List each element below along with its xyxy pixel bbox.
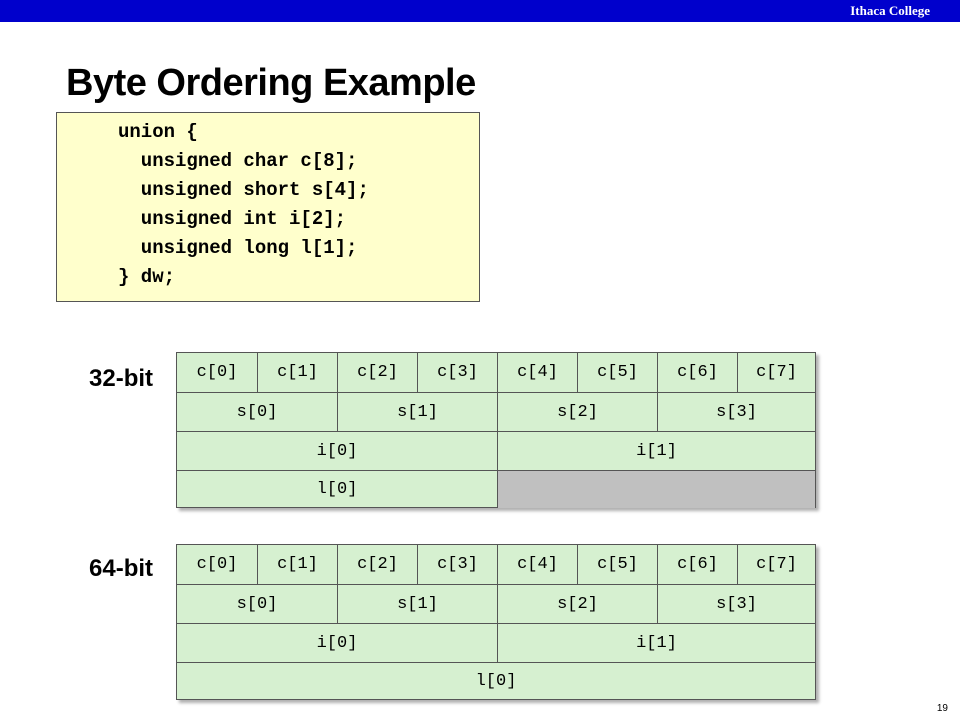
char-cell: c[7] — [737, 353, 815, 392]
int-cell: i[1] — [497, 432, 815, 471]
code-line: union { — [118, 121, 198, 143]
char-cell: c[5] — [577, 353, 657, 392]
char-cell: c[4] — [497, 353, 577, 392]
label-32-bit: 32-bit — [89, 365, 154, 392]
short-cell: s[1] — [337, 393, 497, 432]
char-cell: c[6] — [657, 353, 737, 392]
unused-cell — [497, 471, 815, 508]
short-cell: s[3] — [657, 393, 815, 432]
long-row: l[0] — [177, 662, 815, 700]
int-cell: i[1] — [497, 624, 815, 663]
char-cell: c[5] — [577, 545, 657, 584]
code-line: unsigned int i[2]; — [118, 208, 347, 230]
page-number: 19 — [936, 703, 948, 714]
long-cell: l[0] — [316, 480, 358, 499]
short-row: s[0] s[1] s[2] s[3] — [177, 584, 815, 624]
char-cell: c[2] — [337, 545, 417, 584]
code-line: unsigned short s[4]; — [118, 179, 369, 201]
code-line: } dw; — [118, 266, 176, 288]
header-bar: Ithaca College — [0, 0, 960, 22]
short-cell: s[1] — [337, 585, 497, 624]
short-cell: s[3] — [657, 585, 815, 624]
org-name: Ithaca College — [850, 3, 930, 18]
layout-table-64-bit: c[0] c[1] c[2] c[3] c[4] c[5] c[6] c[7] … — [176, 544, 816, 700]
long-row: l[0] — [177, 470, 815, 508]
char-row: c[0] c[1] c[2] c[3] c[4] c[5] c[6] c[7] — [177, 353, 815, 392]
code-line: unsigned char c[8]; — [118, 150, 358, 172]
int-cell: i[0] — [316, 634, 358, 653]
char-cell: c[3] — [417, 545, 497, 584]
char-cell: c[1] — [257, 545, 337, 584]
char-cell: c[4] — [497, 545, 577, 584]
short-row: s[0] s[1] s[2] s[3] — [177, 392, 815, 432]
char-cell: c[6] — [657, 545, 737, 584]
char-row: c[0] c[1] c[2] c[3] c[4] c[5] c[6] c[7] — [177, 545, 815, 584]
label-64-bit: 64-bit — [89, 555, 154, 582]
int-row: i[0] i[1] — [177, 431, 815, 471]
short-cell: s[0] — [236, 595, 278, 614]
short-cell: s[0] — [236, 403, 278, 422]
char-cell: c[0] — [196, 555, 238, 574]
code-block: union { unsigned char c[8]; unsigned sho… — [56, 112, 480, 302]
char-cell: c[3] — [417, 353, 497, 392]
short-cell: s[2] — [497, 393, 657, 432]
long-cell: l[0] — [475, 672, 517, 691]
short-cell: s[2] — [497, 585, 657, 624]
char-cell: c[0] — [196, 363, 238, 382]
char-cell: c[7] — [737, 545, 815, 584]
int-cell: i[0] — [316, 442, 358, 461]
int-row: i[0] i[1] — [177, 623, 815, 663]
layout-table-32-bit: c[0] c[1] c[2] c[3] c[4] c[5] c[6] c[7] … — [176, 352, 816, 508]
char-cell: c[1] — [257, 353, 337, 392]
slide-title: Byte Ordering Example — [66, 62, 476, 104]
char-cell: c[2] — [337, 353, 417, 392]
code-line: unsigned long l[1]; — [118, 237, 358, 259]
